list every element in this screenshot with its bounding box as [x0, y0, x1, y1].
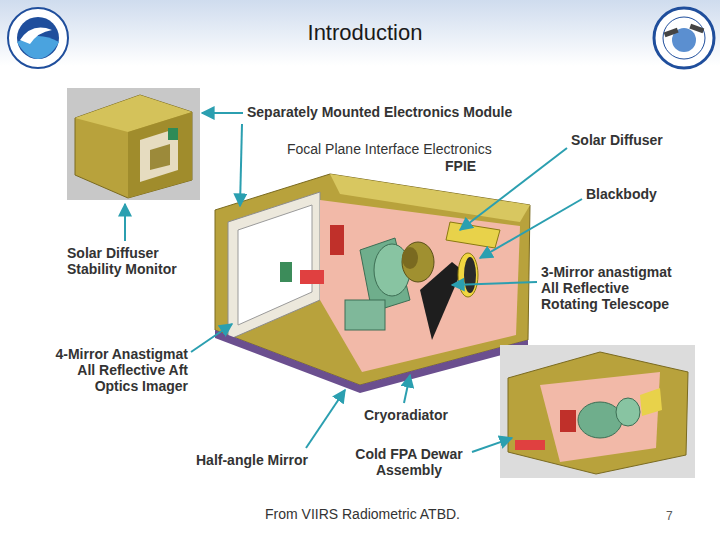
- part-label: 4-Mirror Anastigmat All Reflective Aft O…: [46, 346, 188, 394]
- art-shape: [300, 270, 324, 284]
- art-shape: [20, 28, 52, 44]
- art-shape: [578, 402, 622, 438]
- art-shape: [280, 262, 292, 282]
- art-shape: [640, 388, 662, 416]
- leader-line: [191, 324, 232, 352]
- art-shape: [330, 225, 344, 255]
- art-shape: [402, 242, 434, 282]
- art-shape: [140, 128, 178, 182]
- art-shape: [402, 247, 418, 269]
- header-band: [0, 0, 720, 66]
- part-label: Separately Mounted Electronics Module: [247, 104, 512, 120]
- art-shape: [228, 192, 320, 340]
- art-shape: [320, 200, 520, 372]
- part-label: Half-angle Mirror: [196, 452, 308, 468]
- art-shape: [689, 24, 704, 33]
- leader-line: [452, 282, 537, 285]
- leader-line: [202, 112, 243, 114]
- art-shape: [17, 17, 59, 59]
- art-shape: [540, 372, 660, 462]
- part-label: Cold FPA Dewar Assembly: [350, 446, 468, 478]
- source-caption: From VIIRS Radiometric ATBD.: [265, 506, 460, 522]
- leader-line: [404, 375, 410, 403]
- noaa-logo: [8, 8, 68, 68]
- art-shape: [238, 205, 312, 325]
- slide-title: Introduction: [215, 20, 515, 46]
- art-shape: [75, 95, 192, 198]
- art-shape: [663, 17, 705, 59]
- nesdis-logo: [654, 8, 714, 68]
- art-shape: [345, 300, 385, 330]
- art-shape: [616, 398, 640, 426]
- art-shape: [654, 8, 714, 68]
- art-shape: [508, 352, 688, 474]
- part-label: Blackbody: [586, 186, 657, 202]
- part-label: 3-Mirror anastigmat All Reflective Rotat…: [541, 264, 683, 312]
- leader-lines: [125, 113, 582, 452]
- leader-line: [480, 199, 582, 258]
- art-shape: [215, 330, 528, 393]
- art-shape: [150, 144, 170, 170]
- leader-line: [240, 124, 242, 206]
- art-shape: [168, 128, 178, 140]
- art-shape: [67, 88, 200, 200]
- part-label: Focal Plane Interface Electronics: [285, 141, 494, 157]
- part-label: FPIE: [443, 158, 478, 174]
- art-shape: [560, 410, 576, 432]
- art-shape: [8, 8, 68, 68]
- electronics-module-picture: [67, 88, 200, 200]
- leader-line: [472, 438, 512, 452]
- art-shape: [446, 222, 500, 248]
- instrument-detail-picture: [500, 345, 695, 478]
- art-shape: [128, 112, 192, 198]
- art-shape: [458, 253, 478, 297]
- leader-line: [306, 390, 345, 448]
- art-shape: [664, 28, 679, 37]
- art-shape: [500, 345, 695, 478]
- art-shape: [420, 262, 462, 340]
- part-label: Solar Diffuser: [571, 132, 663, 148]
- page-number: 7: [666, 508, 673, 524]
- part-label: Solar Diffuser Stability Monitor: [67, 245, 192, 277]
- leader-line: [124, 204, 126, 241]
- art-shape: [515, 440, 545, 450]
- part-label: Cryoradiator: [364, 407, 448, 423]
- art-shape: [464, 257, 476, 293]
